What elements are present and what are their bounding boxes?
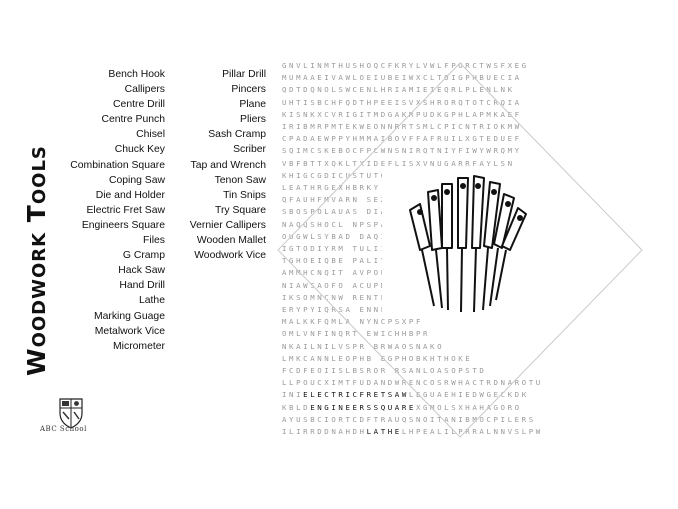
grid-row: INIELECTRICFRETSAWLEGUAEHIEDWGECKDK: [282, 390, 529, 400]
chisel-set-illustration: [382, 168, 548, 318]
grid-row: NKAILNILVSPR BRWAOSNAKO: [282, 341, 445, 351]
grid-row: KBLDENGINEERSSQUAREXGMOLSXHAHAGORO: [282, 402, 522, 412]
grid-row: OMLVNFINQRT EWICHHBPR: [282, 329, 431, 339]
word-list-item: Plane: [239, 99, 266, 111]
word-list-item: Combination Square: [70, 159, 165, 171]
word-list-item: Hand Drill: [119, 280, 165, 292]
word-list-item: Lathe: [138, 295, 165, 307]
word-list-item: Micrometer: [113, 340, 165, 352]
word-list-item: Coping Saw: [108, 174, 165, 186]
grid-row: MALKKFQMLA NYNCPSXPF: [282, 317, 423, 327]
word-list-item: G Cramp: [122, 250, 165, 262]
grid-row: IRIBMRPMTEKWEONNRRTSMLCPICNTRIOKMW: [282, 122, 522, 132]
grid-row: ILIRRDDNAHDHLATHELHPEALILPRRALNNVSLPW: [282, 427, 543, 437]
grid-row: UHTISBCHFQDTHPEEISVXSHRORQTOTCRQIA: [282, 97, 522, 107]
word-list-item: Die and Holder: [95, 189, 165, 201]
word-list-item: Woodwork Vice: [194, 250, 266, 262]
grid-row: FCDFEOIISLBSROR RSANLOASOPSTD: [282, 366, 487, 376]
word-list-item: Sash Cramp: [208, 129, 266, 141]
word-list-item: Pincers: [231, 84, 266, 96]
word-list-item: Centre Drill: [113, 99, 165, 111]
word-list-item: Callipers: [124, 84, 165, 96]
grid-row: LLPOUCXIMTFUDANDWRENCOSRWHACTRDNAROTU: [282, 378, 543, 388]
puzzle-title: Woodwork Tools: [22, 145, 51, 376]
word-list-item: Engineers Square: [81, 219, 165, 231]
word-list-item: Vernier Callipers: [189, 219, 266, 231]
grid-row: GNVLINMTHUSHOQCFKRYLVWLFPORCTWSFXEG: [282, 61, 529, 70]
grid-row: MUMAAEIVAWLOEIUBEIWXCLTOIGPHBUECIA: [282, 73, 522, 83]
grid-row: ODLOHDNAEIDOBUNMKGVCTCMALLDKGVISRL: [282, 438, 640, 440]
word-list-item: Pliers: [240, 114, 266, 126]
word-list-item: Tenon Saw: [214, 174, 266, 186]
word-list-item: Files: [143, 235, 165, 247]
school-name: ABC School: [40, 425, 87, 433]
grid-row: SQIMCSKEBOCFPCWNSNIRQTNIYFIWYWRQMY: [282, 146, 522, 156]
word-list-item: Pillar Drill: [222, 69, 266, 80]
word-list-item: Electric Fret Saw: [86, 204, 165, 216]
word-list-item: Metalwork Vice: [94, 325, 165, 337]
grid-row: AYUSBCIORTCDFTRAUQSNOITANIBMOCPILERS: [282, 414, 536, 424]
word-list-item: Hack Saw: [118, 265, 165, 277]
word-list-item: Scriber: [233, 144, 266, 156]
grid-row: KISNKXCVRIGITMDGAKRPUDKGPHLAPMKAEF: [282, 109, 522, 119]
word-list-item: Chisel: [136, 129, 165, 141]
word-list-item: Tin Snips: [223, 189, 266, 201]
grid-row: QDTDQNOLSWCENLHRIAMIEIEQRLPLENLNK: [282, 85, 515, 95]
grid-row: CPADAEWPPYHMMAIBOVFFAFRUILXGTEDUEF: [282, 134, 522, 144]
word-list-item: Bench Hook: [108, 69, 165, 80]
school-crest-icon: [59, 398, 83, 429]
word-list-item: Tap and Wrench: [190, 159, 266, 171]
word-list-item: Try Square: [214, 204, 266, 216]
word-list-item: Centre Punch: [101, 114, 165, 126]
word-list-item: Wooden Mallet: [196, 235, 266, 247]
word-list-item: Marking Guage: [93, 310, 165, 322]
word-list-item: Chuck Key: [114, 144, 165, 156]
grid-row: LMKCANNLEOPHB EGPHOBKHTHOKE: [282, 353, 473, 363]
